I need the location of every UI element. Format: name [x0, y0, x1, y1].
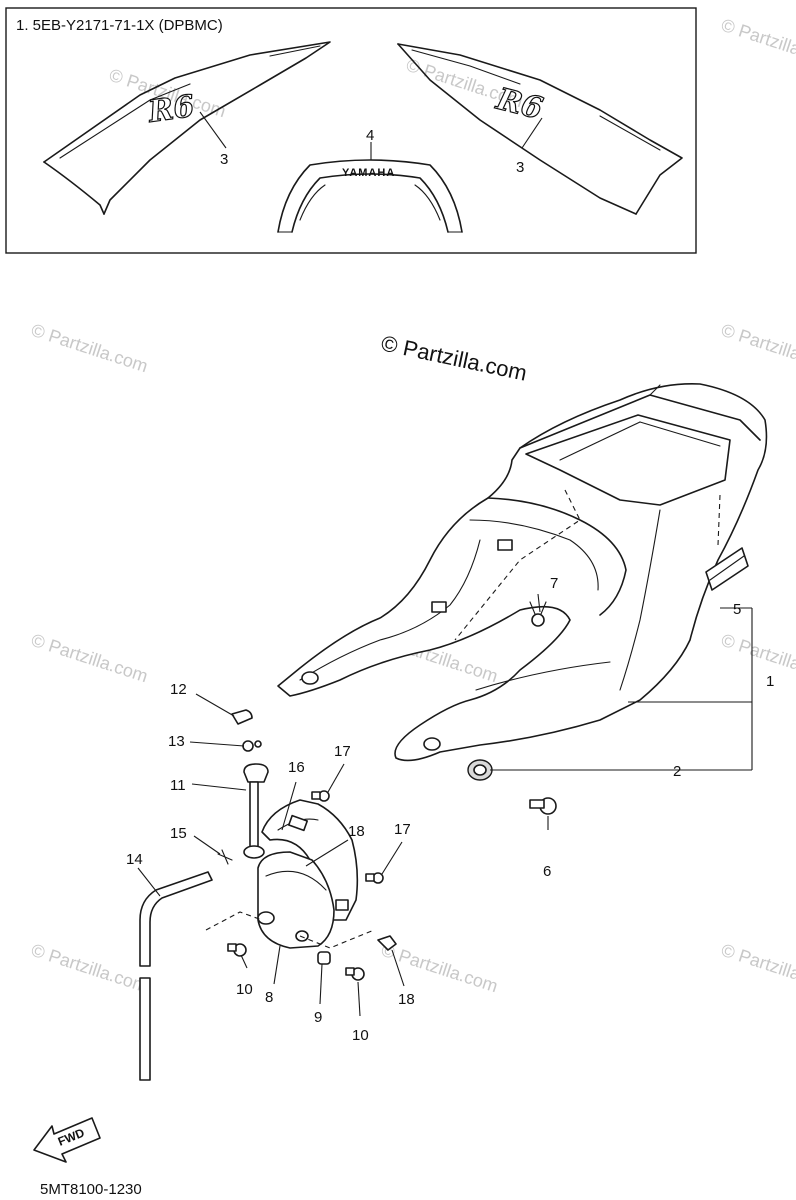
callout-7: 7 — [550, 575, 558, 592]
callout-5: 5 — [733, 601, 741, 618]
callout-13: 13 — [168, 733, 185, 750]
callout-3: 3 — [220, 151, 228, 168]
callout-11: 11 — [170, 777, 186, 794]
callout-17: 17 — [334, 743, 351, 760]
callout-bracket — [490, 607, 753, 771]
watermark-text: © Partzilla.com — [29, 630, 151, 687]
yamaha-text: YAMAHA — [342, 167, 395, 179]
watermark-text: © Partzilla.com — [379, 940, 501, 997]
watermark-text: © Partzilla.com — [29, 940, 151, 997]
callout-labels: 1 2 5 6 7 8 9 10 10 11 12 13 14 15 16 17… — [126, 575, 774, 1044]
leader-lines — [137, 593, 549, 1017]
callout-18: 18 — [398, 991, 415, 1008]
part-7-clip — [529, 601, 547, 627]
inset-frame — [5, 7, 697, 254]
callout-16: 16 — [288, 759, 305, 776]
callout-3: 3 — [516, 159, 524, 176]
callout-10: 10 — [236, 981, 253, 998]
left-side-decal: R6 — [43, 41, 331, 215]
diagram-code: 5MT8100-1230 — [40, 1181, 142, 1198]
part-6-screw — [529, 797, 557, 815]
callout-17: 17 — [394, 821, 411, 838]
watermark-text: © Partzilla.com — [719, 320, 796, 377]
part-2-grommet — [467, 759, 493, 781]
watermark-text: © Partzilla.com — [719, 630, 796, 687]
callout-9: 9 — [314, 1009, 322, 1026]
callout-10: 10 — [352, 1027, 369, 1044]
tail-light-assembly — [139, 709, 397, 1081]
callout-8: 8 — [265, 989, 273, 1006]
part-5-pad — [705, 547, 749, 591]
seat-cowl — [277, 383, 768, 762]
r6-logo: R6 — [492, 82, 546, 127]
watermark-text: © Partzilla.com — [719, 940, 796, 997]
inset-header: 1. 5EB-Y2171-71-1X (DPBMC) — [16, 17, 223, 34]
callout-1: 1 — [766, 673, 774, 690]
callout-6: 6 — [543, 863, 551, 880]
callout-12: 12 — [170, 681, 187, 698]
rear-emblem: YAMAHA — [277, 159, 463, 233]
copyright-text: © Partzilla.com — [379, 330, 529, 385]
callout-18: 18 — [348, 823, 365, 840]
decal-inset-box: 1. 5EB-Y2171-71-1X (DPBMC) R6 R6 YAMAHA — [5, 7, 697, 254]
r6-logo: R6 — [145, 89, 196, 130]
watermark-text: © Partzilla.com — [719, 15, 796, 72]
fwd-arrow: FWD — [33, 1117, 101, 1163]
callout-2: 2 — [673, 763, 681, 780]
callout-4: 4 — [366, 127, 374, 144]
callout-15: 15 — [170, 825, 187, 842]
watermark-text: © Partzilla.com — [29, 320, 151, 377]
callout-14: 14 — [126, 851, 143, 868]
